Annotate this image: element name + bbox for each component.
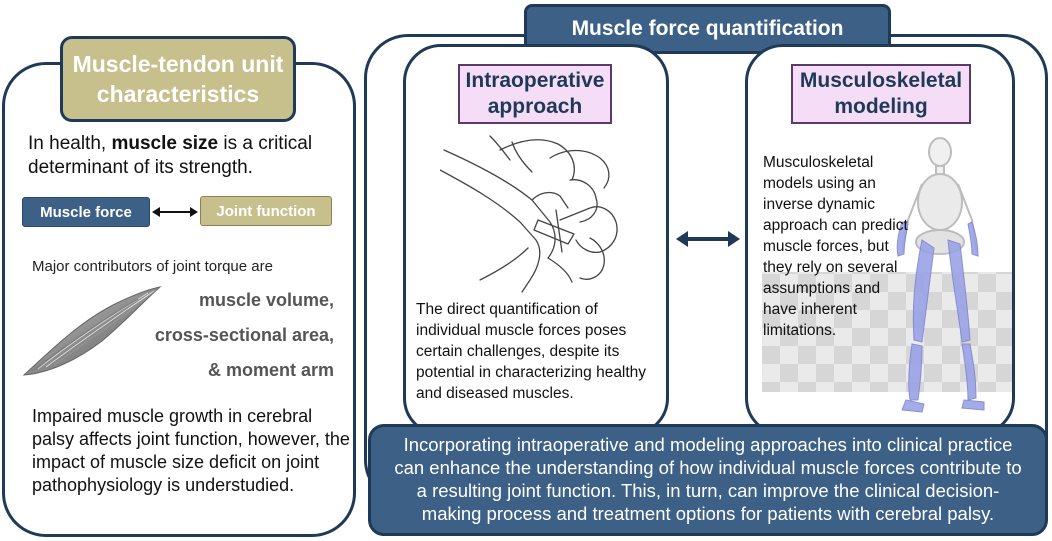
impaired-growth-text: Impaired muscle growth in cerebral palsy… [32, 406, 350, 495]
double-arrow-icon [152, 207, 198, 217]
intraoperative-title: Intraoperative approach [458, 64, 612, 124]
major-contributors-text: Major contributors of joint torque are [32, 258, 273, 275]
musculoskeletal-title: Musculoskeletal modeling [791, 64, 971, 124]
contributor-muscle-volume: muscle volume, [198, 290, 334, 310]
muscle-illustration [22, 286, 162, 376]
bidirectional-arrow-icon [676, 231, 740, 247]
contributor-cross-sectional-area: cross-sectional area, [154, 325, 334, 345]
muscle-size-emphasis: muscle size [111, 133, 219, 154]
muscle-force-quantification-title: Muscle force quantification [524, 4, 891, 54]
muscle-tendon-panel [2, 62, 356, 537]
joint-function-label: Joint function [200, 196, 332, 226]
conclusion-box: Incorporating intraoperative and modelin… [368, 424, 1048, 536]
direct-quantification-text: The direct quantification of individual … [416, 301, 647, 402]
muscle-force-label: Muscle force [22, 197, 150, 227]
intraoperative-sketch [440, 135, 618, 293]
health-statement: In health, muscle size is a critical det… [28, 133, 313, 178]
title-line-2: characteristics [96, 81, 260, 107]
contributor-moment-arm: & moment arm [207, 360, 334, 380]
title-line-1: Muscle-tendon unit [72, 51, 284, 77]
musculoskeletal-models-text: Musculoskeletal models using an inverse … [763, 154, 908, 339]
muscle-tendon-title: Muscle-tendon unit characteristics [60, 36, 296, 122]
musculoskeletal-model-image [762, 137, 1012, 413]
